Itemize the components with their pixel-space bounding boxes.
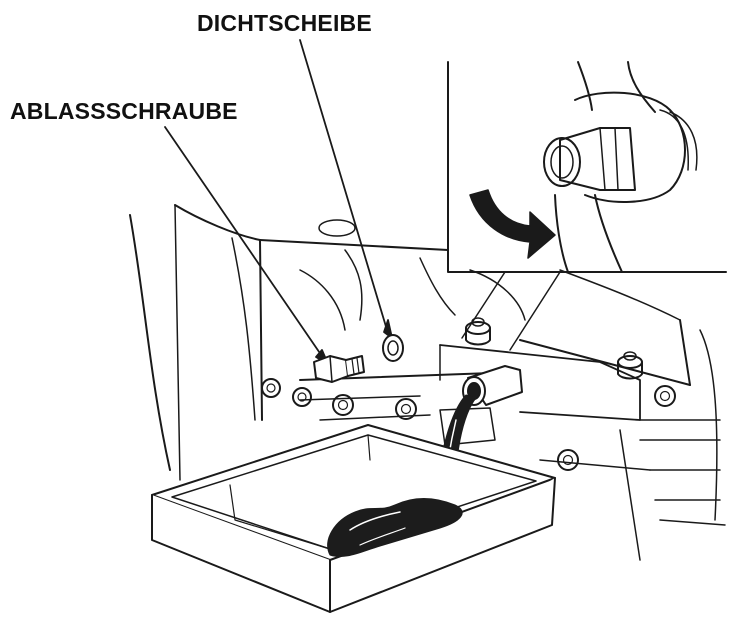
engine-block	[129, 204, 726, 561]
leader-lines	[164, 39, 393, 365]
sealing-washer	[382, 334, 404, 362]
label-drain-bolt: ABLASSSCHRAUBE	[10, 98, 238, 124]
curved-arrow-icon	[469, 189, 556, 259]
drain-bolt	[313, 355, 365, 383]
oil-puddle	[327, 498, 463, 558]
drain-pan	[151, 424, 556, 613]
leader-sealing-washer	[299, 39, 391, 341]
inset-detail	[447, 61, 727, 351]
label-sealing-washer: DICHTSCHEIBE	[197, 10, 372, 36]
leader-drain-bolt	[164, 126, 327, 363]
